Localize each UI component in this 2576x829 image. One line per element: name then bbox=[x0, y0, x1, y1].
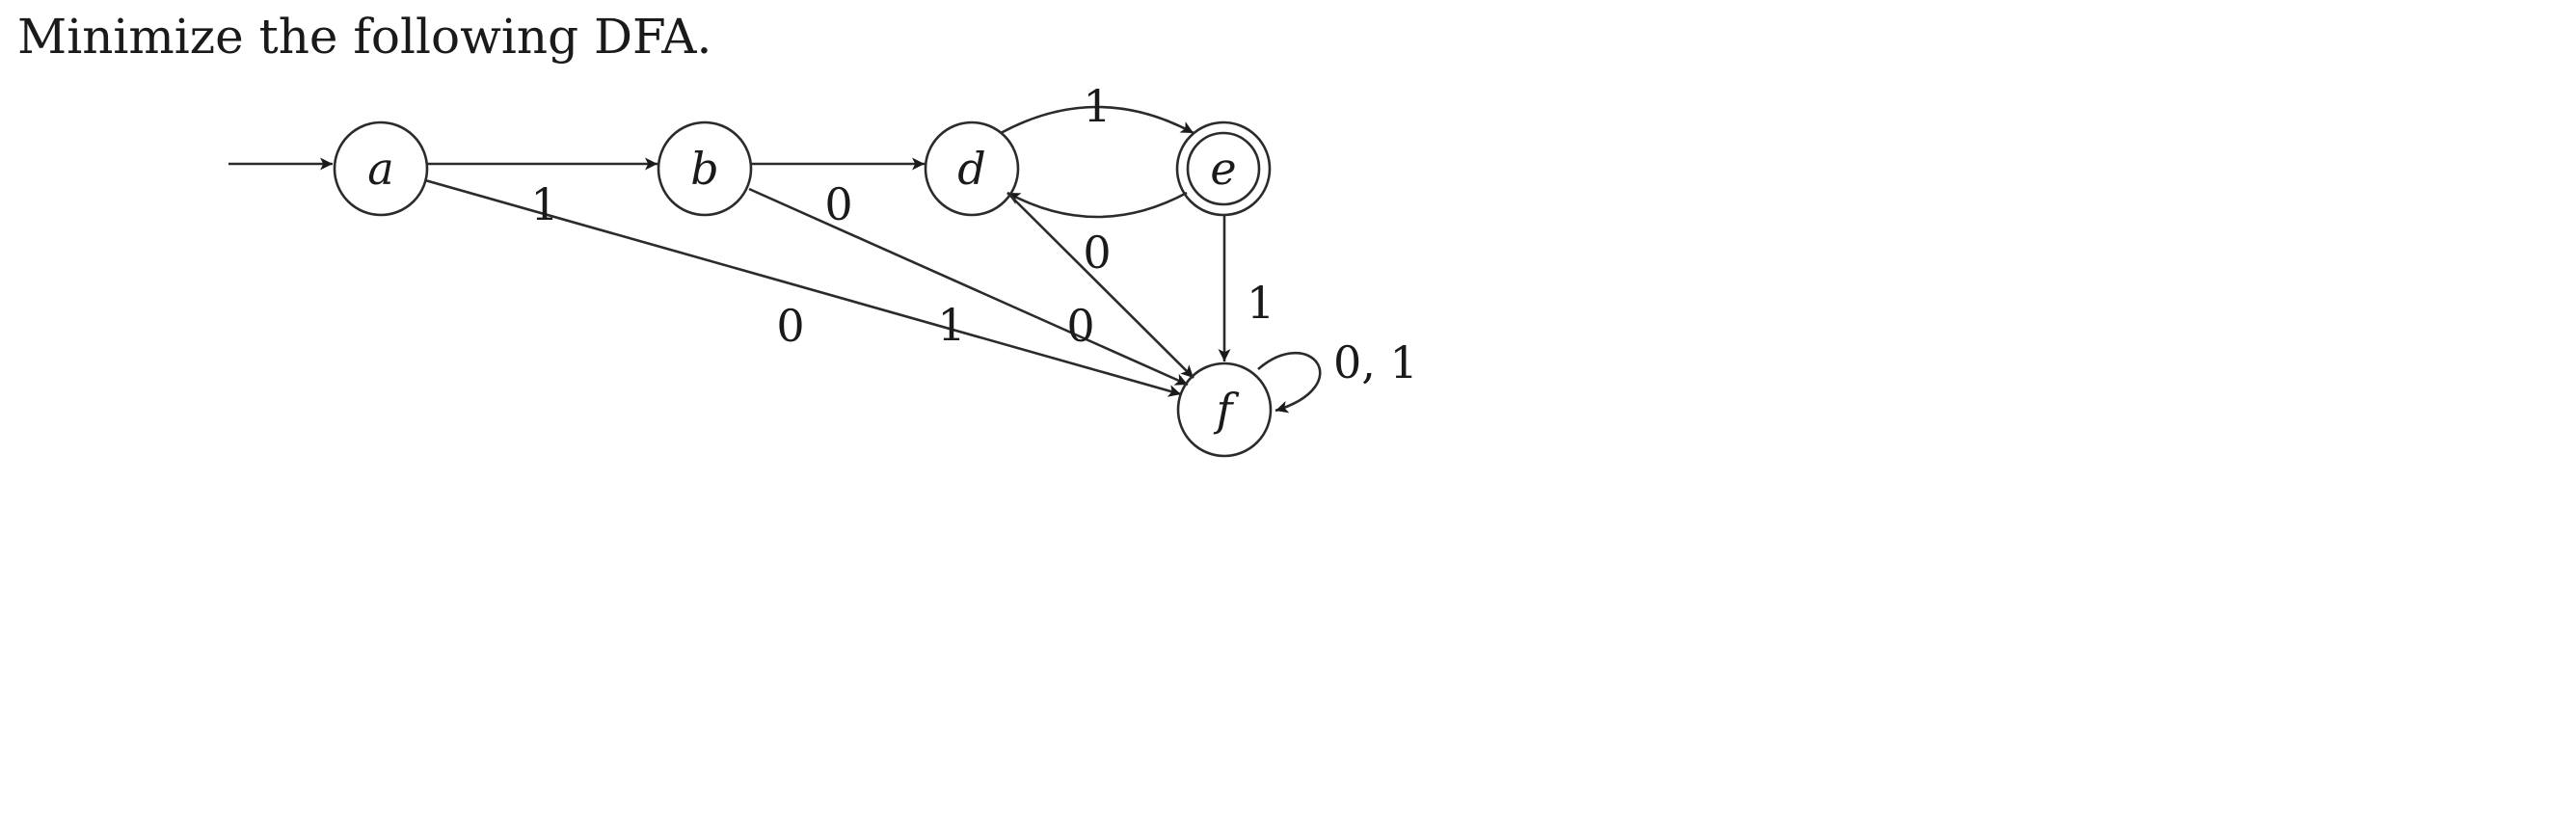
transition-e-to-d-arrow bbox=[1006, 191, 1188, 219]
state-f-circle bbox=[1176, 361, 1273, 458]
state-e-circle bbox=[1175, 120, 1272, 217]
state-e: e bbox=[1175, 120, 1272, 217]
transition-a-to-f-arrow bbox=[424, 178, 1182, 397]
transition-e-to-f-label: 1 bbox=[1247, 277, 1275, 329]
transition-d-to-e-arrow bbox=[1000, 105, 1194, 135]
state-a: a bbox=[333, 120, 429, 217]
transition-d-to-f-arrow bbox=[1006, 192, 1194, 379]
state-b: b bbox=[657, 120, 753, 217]
state-f: f bbox=[1176, 361, 1273, 458]
self-loop-f-label: 0, 1 bbox=[1333, 336, 1418, 388]
transition-d-to-f-label: 0 bbox=[1066, 300, 1094, 352]
state-e-name: e bbox=[1210, 143, 1236, 195]
state-b-name: b bbox=[690, 143, 718, 195]
state-e-accept-ring bbox=[1186, 131, 1261, 206]
state-f-name: f bbox=[1213, 384, 1239, 436]
transition-a-to-f-label: 0 bbox=[776, 300, 804, 352]
transition-b-to-f-label: 1 bbox=[937, 299, 965, 351]
problem-statement: Minimize the following DFA. bbox=[17, 9, 712, 65]
transition-d-to-e-label: 1 bbox=[1083, 80, 1111, 132]
transition-a-to-b-label: 1 bbox=[530, 178, 558, 230]
state-d: d bbox=[924, 120, 1020, 217]
state-d-name: d bbox=[957, 143, 985, 195]
transition-e-to-d-label: 0 bbox=[1083, 227, 1111, 279]
state-a-circle bbox=[333, 120, 429, 217]
self-loop-f-arrow bbox=[1257, 351, 1322, 414]
transition-b-to-d-label: 0 bbox=[824, 178, 852, 230]
state-d-circle bbox=[924, 120, 1020, 217]
state-b-circle bbox=[657, 120, 753, 217]
state-a-name: a bbox=[367, 143, 393, 195]
transition-b-to-f-arrow bbox=[748, 187, 1189, 387]
